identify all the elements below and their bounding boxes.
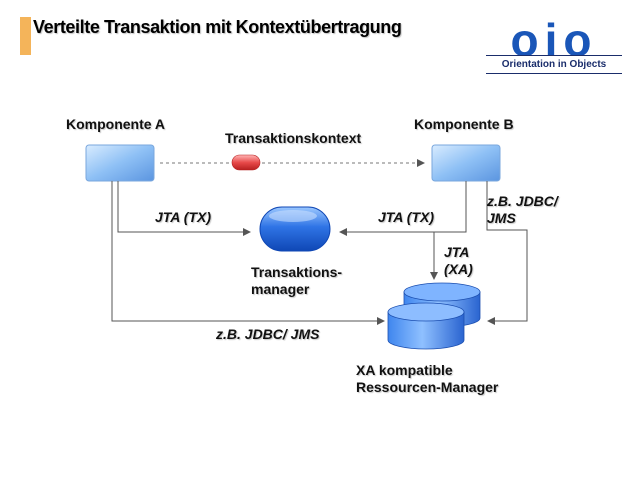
slide-title: Verteilte Transaktion mit Kontextübertra… [33, 17, 402, 37]
transaction-context-label: Transaktionskontext [225, 130, 362, 146]
flow-a-to-manager [117, 181, 251, 236]
resource-manager-cylinder-front [387, 302, 465, 350]
component-a-label: Komponente A [66, 116, 166, 132]
title-accent-bar [20, 17, 31, 55]
flow-a-to-resource [111, 181, 385, 325]
resource-manager-label: XA kompatible Ressourcen-Manager [356, 362, 499, 395]
logo-tagline: Orientation in Objects [486, 55, 622, 74]
flow-b-to-manager [339, 181, 467, 236]
jta-xa-label: JTA (XA) [444, 244, 473, 277]
component-b-box [431, 144, 501, 182]
jdbc-jms-right-label: z.B. JDBC/ JMS [487, 193, 558, 226]
context-token [231, 154, 261, 171]
component-a-box [85, 144, 155, 182]
component-b-label: Komponente B [414, 116, 514, 132]
jdbc-jms-bottom-label: z.B. JDBC/ JMS [216, 326, 320, 342]
flow-b-to-resource [486, 181, 528, 325]
jta-tx-right-label: JTA (TX) [378, 209, 434, 225]
jta-tx-left-label: JTA (TX) [155, 209, 211, 225]
transaction-manager-label: Transaktions- manager [251, 264, 343, 297]
